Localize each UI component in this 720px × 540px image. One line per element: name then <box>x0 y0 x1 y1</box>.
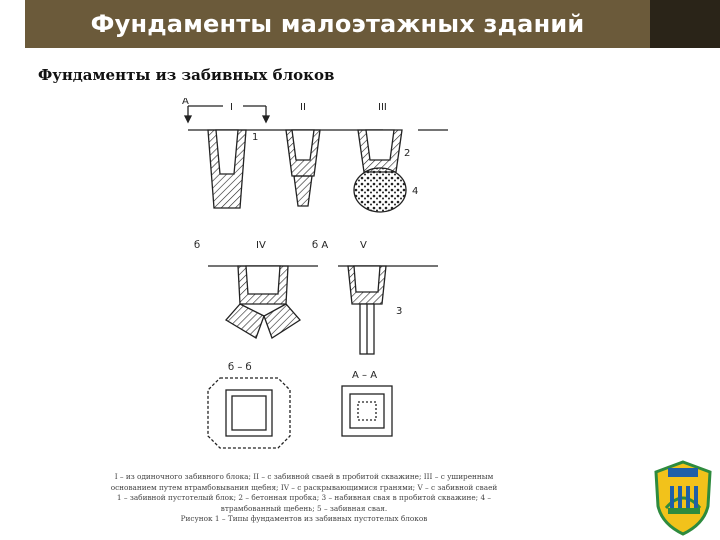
block-type-3 <box>353 129 407 213</box>
block-type-1 <box>207 129 247 209</box>
foundation-diagram: А I II III б IV б А V 1 2 3 4 б – б А – … <box>182 98 448 449</box>
block-type-4 <box>224 265 301 339</box>
figure-caption: I – из одиночного забивного блока; II – … <box>80 472 528 525</box>
label-2: 2 <box>404 148 410 159</box>
label-b: б <box>194 240 200 251</box>
label-III: III <box>378 102 387 113</box>
slide-title: Фундаменты малоэтажных зданий <box>90 10 585 38</box>
plan-view-aa <box>341 385 393 437</box>
caption-line: втрамбованный щебень; 5 – забивная свая. <box>220 503 388 513</box>
university-emblem-icon <box>654 460 712 536</box>
caption-line: 1 – забивной пустотелый блок; 2 – бетонн… <box>116 493 492 502</box>
caption-line: Рисунок 1 – Типы фундаментов из забивных… <box>180 514 428 523</box>
label-3: 3 <box>396 306 402 317</box>
label-II: II <box>300 102 306 113</box>
title-bar: Фундаменты малоэтажных зданий <box>25 0 650 48</box>
label-section-bb: б – б <box>228 362 252 373</box>
label-I: I <box>230 102 233 113</box>
caption-line: основанием путем втрамбовывания щебня; I… <box>110 482 498 492</box>
caption-line: I – из одиночного забивного блока; II – … <box>114 472 494 481</box>
block-type-2 <box>285 129 321 207</box>
label-1: 1 <box>252 132 258 143</box>
label-V: V <box>360 240 367 251</box>
label-A: А <box>182 98 189 107</box>
label-section-aa: А – А <box>352 370 377 381</box>
block-type-5 <box>347 265 387 355</box>
label-IV: IV <box>256 240 266 251</box>
label-4: 4 <box>412 186 418 197</box>
plan-view-bb <box>207 377 291 449</box>
slide-subtitle: Фундаменты из забивных блоков <box>38 66 335 84</box>
header-accent-strip <box>650 0 720 48</box>
label-bA: б А <box>312 240 328 251</box>
